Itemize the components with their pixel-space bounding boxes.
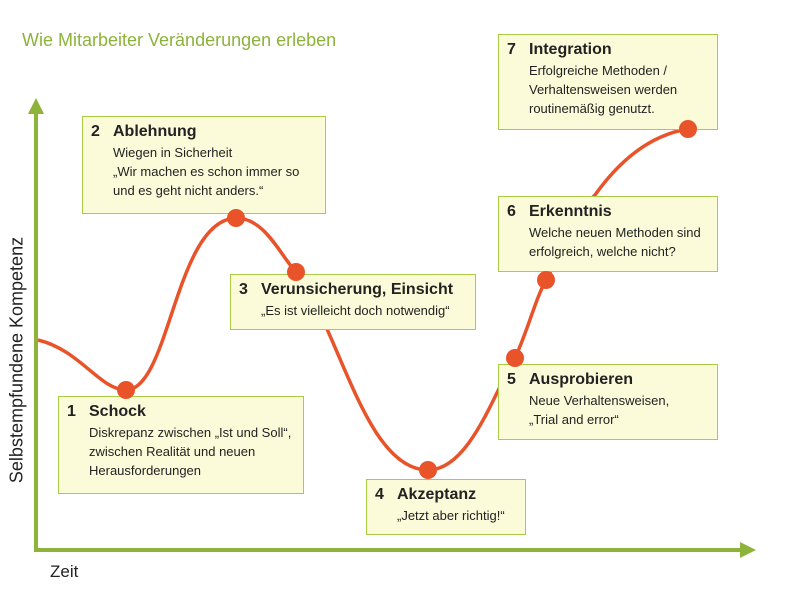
phase-line: „Wir machen es schon immer so — [113, 164, 300, 179]
phase-heading: 1 Schock — [67, 403, 295, 421]
phase-heading: 2 Ablehnung — [91, 123, 317, 141]
x-axis-label: Zeit — [50, 562, 79, 581]
phase-description: Diskrepanz zwischen „Ist und Soll“, zwis… — [67, 423, 295, 480]
phase-heading: 3 Verunsicherung, Einsicht — [239, 281, 467, 299]
phase-line: routinemäßig genutzt. — [529, 101, 655, 116]
phase-description: Welche neuen Methoden sind erfolgreich, … — [507, 223, 709, 261]
x-axis-arrowhead — [740, 542, 756, 558]
phase-title: Ablehnung — [113, 123, 197, 140]
phase-title: Ausprobieren — [529, 371, 634, 388]
phase-number: 3 — [239, 281, 248, 298]
phase-line: Verhaltensweisen werden — [529, 82, 678, 97]
phase-line: Herausforderungen — [89, 463, 202, 478]
phase-line: erfolgreich, welche nicht? — [529, 244, 676, 259]
diagram-title: Wie Mitarbeiter Veränderungen erleben — [22, 30, 337, 50]
phase-number: 7 — [507, 41, 516, 58]
phase-box-6: 6 Erkenntnis Welche neuen Methoden sind e… — [498, 196, 718, 272]
phase-box-1: 1 Schock Diskrepanz zwischen „Ist und Sol… — [58, 396, 304, 494]
phase-line: „Es ist vielleicht doch notwendig“ — [261, 303, 450, 318]
phase-line: Wiegen in Sicherheit — [113, 145, 233, 160]
phase-line: „Trial and error“ — [529, 412, 619, 427]
phase-title: Integration — [529, 41, 612, 58]
phase-description: „Jetzt aber richtig!“ — [375, 506, 517, 525]
phase-line: Neue Verhaltensweisen, — [529, 393, 670, 408]
phase-number: 4 — [375, 486, 384, 503]
phase-number: 1 — [67, 403, 76, 420]
phase-description: Wiegen in Sicherheit „Wir machen es scho… — [91, 143, 317, 200]
phase-heading: 4 Akzeptanz — [375, 486, 517, 504]
phase-box-5: 5 Ausprobieren Neue Verhaltensweisen, „Tr… — [498, 364, 718, 440]
phase-box-4: 4 Akzeptanz „Jetzt aber richtig!“ — [366, 479, 526, 535]
phase-heading: 7 Integration — [507, 41, 709, 59]
phase-heading: 6 Erkenntnis — [507, 203, 709, 221]
phase-line: Diskrepanz zwischen „Ist und Soll“, — [89, 425, 292, 440]
phase-line: zwischen Realität und neuen — [89, 444, 256, 459]
phase-number: 2 — [91, 123, 100, 140]
phase-description: „Es ist vielleicht doch notwendig“ — [239, 301, 467, 320]
phase-description: Erfolgreiche Methoden / Verhaltensweisen… — [507, 61, 709, 118]
phase-number: 5 — [507, 371, 516, 388]
phase-title: Erkenntnis — [529, 203, 612, 220]
phase-title: Schock — [89, 403, 146, 420]
y-axis-arrowhead — [28, 98, 44, 114]
phase-heading: 5 Ausprobieren — [507, 371, 709, 389]
phase-line: Welche neuen Methoden sind — [529, 225, 701, 240]
phase-box-7: 7 Integration Erfolgreiche Methoden / Ver… — [498, 34, 718, 130]
phase-line: Erfolgreiche Methoden / — [529, 63, 668, 78]
phase-box-3: 3 Verunsicherung, Einsicht „Es ist vielle… — [230, 274, 476, 330]
phase-line: „Jetzt aber richtig!“ — [397, 508, 505, 523]
phase-line: und es geht nicht anders.“ — [113, 183, 264, 198]
y-axis-label: Selbstempfundene Kompetenz — [6, 236, 27, 484]
phase-title: Verunsicherung, Einsicht — [261, 281, 454, 298]
phase-description: Neue Verhaltensweisen, „Trial and error“ — [507, 391, 709, 429]
phase-title: Akzeptanz — [397, 486, 477, 503]
phase-number: 6 — [507, 203, 516, 220]
phase-box-2: 2 Ablehnung Wiegen in Sicherheit „Wir mac… — [82, 116, 326, 214]
